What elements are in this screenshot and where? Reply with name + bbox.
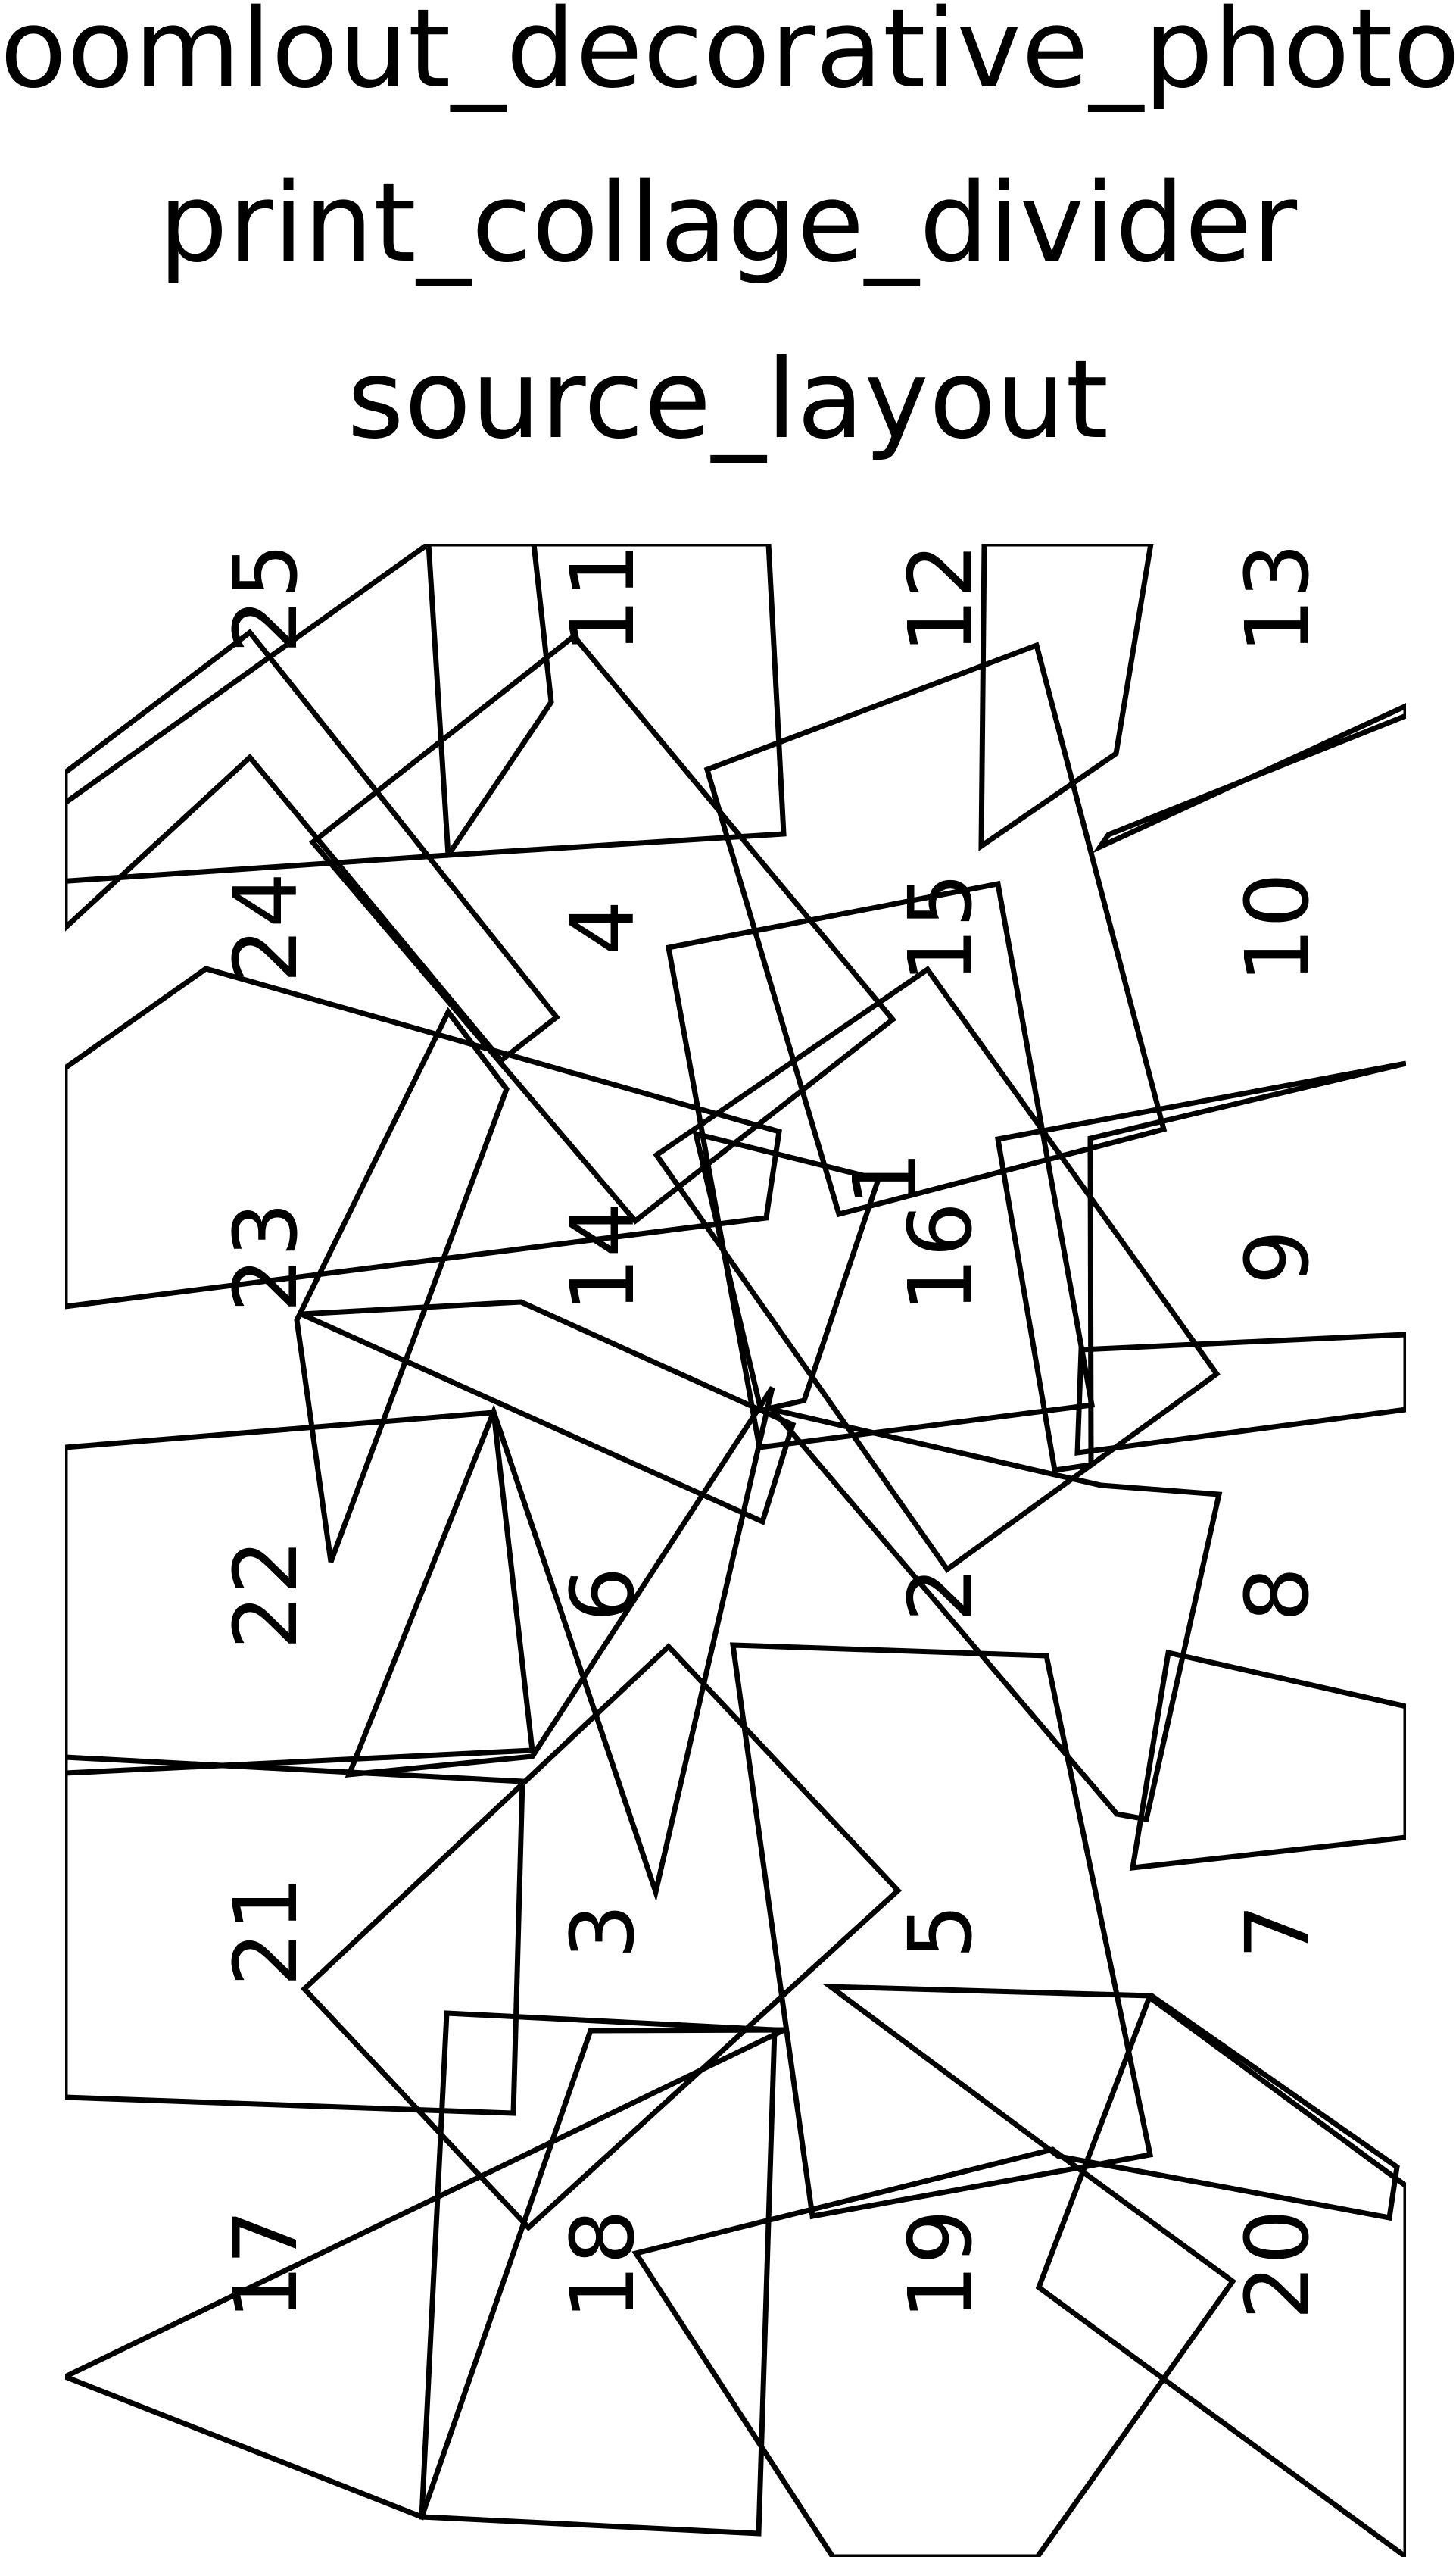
piece-outline <box>65 2027 786 2521</box>
piece-label-8: 8 <box>1227 1566 1329 1622</box>
collage-piece-outlines <box>65 544 1406 2557</box>
piece-outline <box>822 1984 1400 2221</box>
piece-label-24: 24 <box>216 873 317 983</box>
piece-outline <box>345 1386 775 1902</box>
piece-outline <box>978 544 1154 851</box>
piece-label-11: 11 <box>553 543 654 654</box>
piece-outline <box>631 2146 1236 2557</box>
piece-label-10: 10 <box>1227 873 1329 983</box>
piece-outline <box>301 1643 902 2231</box>
piece-outline <box>426 544 787 858</box>
piece-outline <box>703 642 1168 1218</box>
piece-label-19: 19 <box>890 2209 992 2320</box>
piece-outline <box>653 966 1221 1573</box>
piece-outline <box>300 1299 797 1525</box>
piece-outline <box>1092 703 1406 854</box>
piece-outline <box>419 2010 778 2537</box>
piece-label-6: 6 <box>553 1566 654 1622</box>
piece-label-13: 13 <box>1227 543 1329 654</box>
piece-label-22: 22 <box>216 1539 317 1650</box>
piece-label-14: 14 <box>553 1202 654 1313</box>
piece-label-5: 5 <box>890 1903 992 1959</box>
piece-label-7: 7 <box>1227 1903 1329 1959</box>
piece-outline <box>294 1007 510 1563</box>
piece-label-1: 1 <box>835 1150 937 1206</box>
piece-label-2: 2 <box>890 1566 992 1622</box>
piece-number-labels: 25 11 12 13 24 4 15 10 23 14 16 9 22 6 2 8 21 3 5 7 17 18 19 20… <box>216 543 1329 2320</box>
piece-label-25: 25 <box>216 543 317 654</box>
piece-outline <box>65 966 782 1310</box>
piece-outline <box>729 1642 1154 2220</box>
piece-label-20: 20 <box>1227 2209 1329 2320</box>
title-line-1: oomlout_decorative_photo <box>0 0 1456 112</box>
piece-outline <box>1035 1993 1406 2557</box>
piece-label-9: 9 <box>1227 1229 1329 1285</box>
piece-outline <box>65 1754 525 2116</box>
piece-label-18: 18 <box>553 2209 654 2320</box>
piece-outline <box>1129 1649 1406 1871</box>
piece-label-4: 4 <box>553 900 654 955</box>
piece-label-15: 15 <box>890 873 992 983</box>
piece-label-23: 23 <box>216 1202 317 1313</box>
piece-outline <box>1074 1332 1406 1456</box>
piece-label-3: 3 <box>553 1903 654 1959</box>
piece-label-12: 12 <box>890 543 992 654</box>
title-line-2: print_collage_divider <box>158 159 1298 286</box>
piece-outline <box>65 1410 535 1776</box>
piece-outline <box>994 1060 1406 1473</box>
piece-outline <box>308 632 896 1225</box>
title-line-3: source_layout <box>347 336 1109 463</box>
piece-label-21: 21 <box>216 1876 317 1987</box>
piece-label-17: 17 <box>216 2209 317 2320</box>
piece-outline <box>65 629 560 1064</box>
piece-label-16: 16 <box>890 1202 992 1313</box>
